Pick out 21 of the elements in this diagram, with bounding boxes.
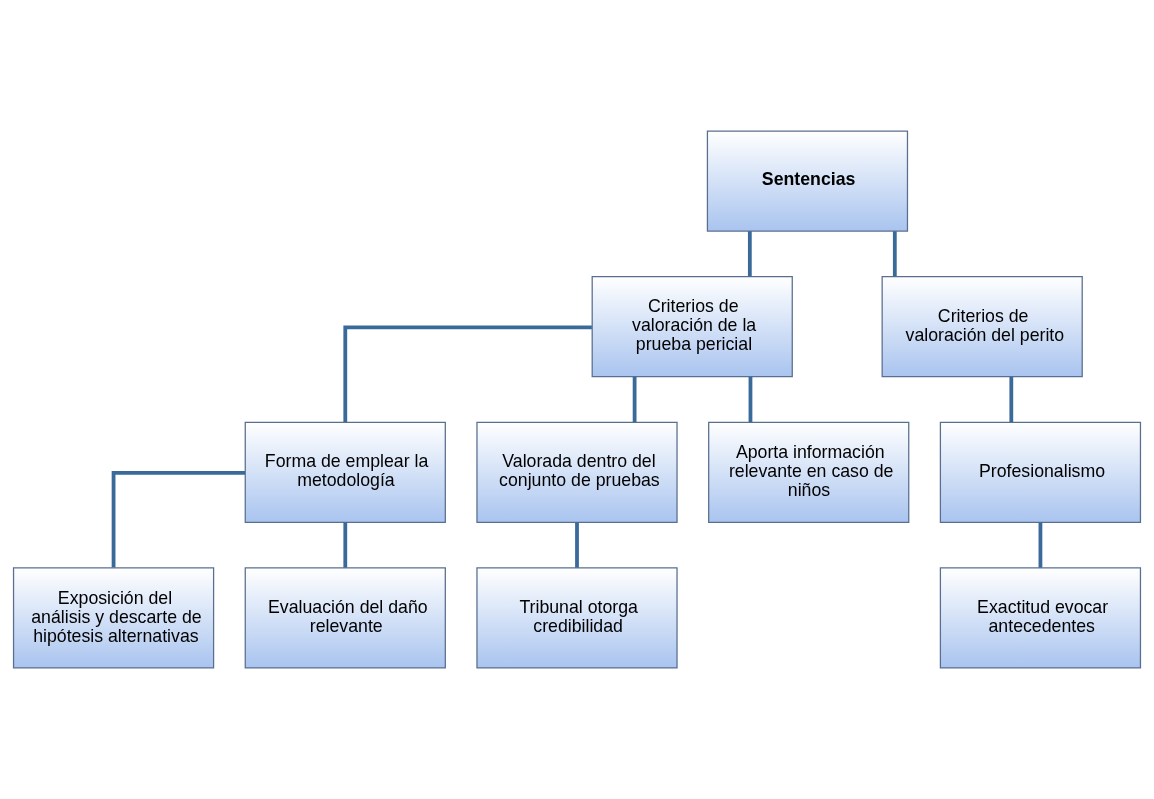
node-box: Forma de emplear la metodología — [244, 421, 446, 523]
connector — [575, 522, 579, 568]
connector — [343, 522, 348, 568]
connector — [748, 376, 753, 423]
connector — [111, 471, 245, 568]
node-box: Exposición del análisis y descarte de hipótesis alternativas — [12, 567, 215, 669]
node-box: Sentencias — [706, 130, 909, 232]
node-box: Aporta información relevante en caso de niños — [708, 421, 910, 523]
node-box: Exactitud evocar antecedentes — [939, 567, 1142, 669]
node-box: Criterios de valoración de la prueba pericial — [591, 276, 793, 378]
node-box: Criterios de valoración del perito — [881, 276, 1083, 378]
node-box: Tribunal otorga credibilidad — [476, 567, 678, 669]
node-box: Evaluación del daño relevante — [244, 567, 446, 669]
connector — [1038, 522, 1043, 568]
connector — [747, 231, 752, 277]
node-box: Valorada dentro del conjunto de pruebas — [476, 421, 678, 523]
connector — [892, 231, 897, 277]
connector — [343, 325, 592, 422]
node-box: Profesionalismo — [939, 421, 1142, 523]
connector — [632, 376, 637, 423]
connector — [1009, 376, 1014, 423]
